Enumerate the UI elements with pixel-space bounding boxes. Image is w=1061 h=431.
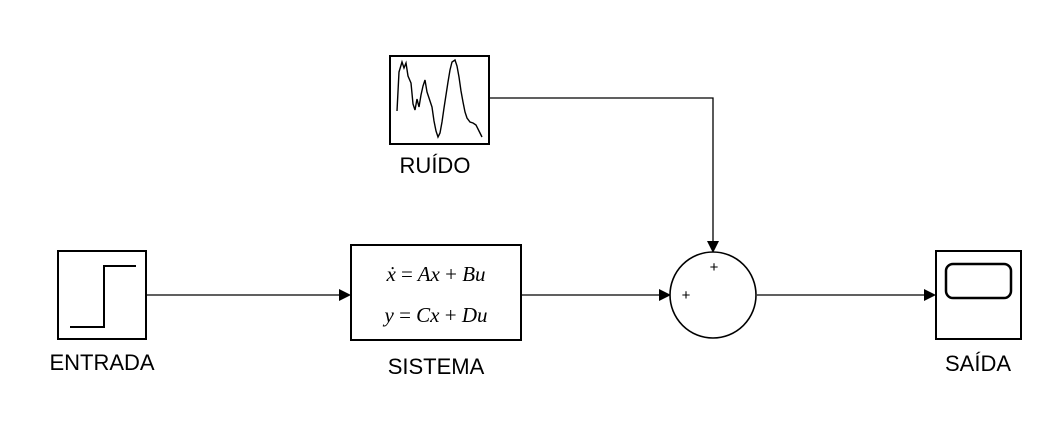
- output-eq-term2: Du: [461, 303, 488, 327]
- sum-sign-top: +: [710, 259, 719, 276]
- sum-block[interactable]: + +: [669, 251, 757, 339]
- wire-noise-to-sum: [489, 97, 719, 253]
- sum-sign-left: +: [682, 287, 691, 304]
- system-label: SISTEMA: [388, 354, 485, 379]
- scope-icon: [944, 262, 1013, 300]
- scope-block[interactable]: [935, 250, 1022, 340]
- state-equation: ẋ = Ax + Bu: [385, 262, 485, 286]
- state-eq-lhs: ẋ: [385, 262, 396, 286]
- output-eq-lhs: y: [382, 303, 394, 327]
- output-eq-term1: Cx: [416, 303, 440, 327]
- input-label: ENTRADA: [49, 350, 154, 375]
- noise-label: RUÍDO: [400, 153, 471, 178]
- output-equation: y = Cx + Du: [382, 303, 487, 327]
- state-eq-equals: =: [401, 262, 413, 286]
- output-eq-plus: +: [445, 303, 457, 327]
- state-eq-term1: Ax: [416, 262, 441, 286]
- noise-block[interactable]: [389, 55, 490, 145]
- sum-icon: [669, 251, 757, 339]
- random-signal-icon: [396, 58, 483, 139]
- state-space-block[interactable]: ẋ = Ax + Bu y = Cx + Du: [350, 244, 522, 341]
- output-label: SAÍDA: [945, 351, 1011, 376]
- output-eq-equals: =: [399, 303, 411, 327]
- step-icon: [70, 265, 136, 328]
- state-eq-term2: Bu: [462, 262, 485, 286]
- step-block[interactable]: [57, 250, 147, 340]
- state-eq-plus: +: [445, 262, 457, 286]
